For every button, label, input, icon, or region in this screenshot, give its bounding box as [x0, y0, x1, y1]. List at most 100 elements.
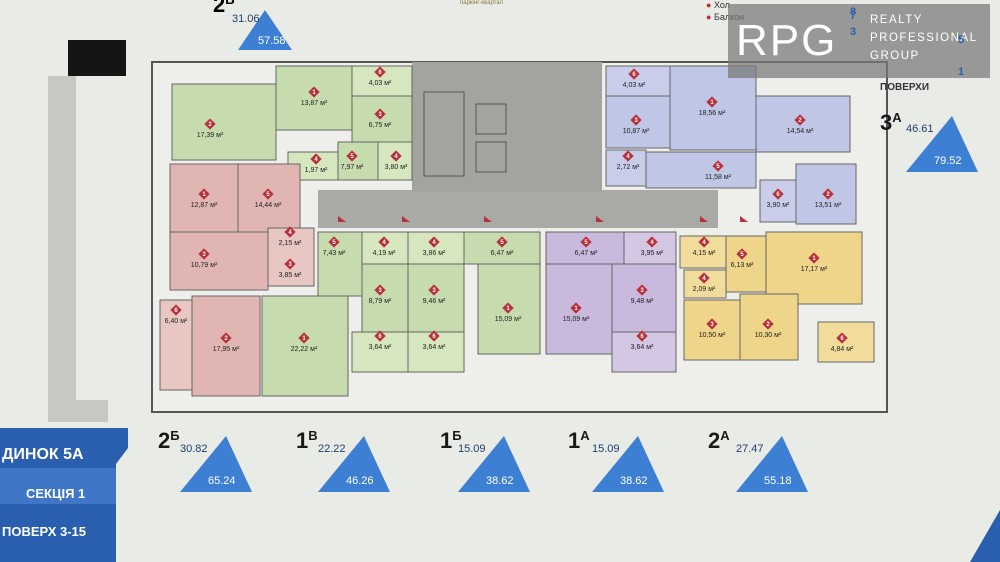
floor-number: 3: [850, 26, 857, 38]
room-number-badge: [170, 304, 182, 316]
room-number: 6: [776, 192, 780, 198]
room-number-badge: [374, 284, 386, 296]
room-number: 3: [288, 262, 292, 268]
room-area: 17,39 м²: [197, 132, 224, 139]
room-number-badge: [646, 236, 658, 248]
room-area: 3,64 м²: [423, 344, 446, 351]
room-area: 15,09 м²: [563, 316, 590, 323]
room-number-badge: [284, 226, 296, 238]
apartment-code: 1Б: [440, 428, 462, 453]
room: 43,80 м²: [385, 150, 408, 171]
lift-1: [475, 103, 507, 135]
room: 43,95 м²: [641, 236, 664, 257]
room: 42,09 м²: [693, 272, 716, 293]
room: 56,13 м²: [731, 248, 754, 269]
room-area: 4,19 м²: [373, 250, 396, 257]
room-number-badge: [428, 236, 440, 248]
room-number: 5: [716, 164, 720, 170]
apartment-code: 3А: [880, 110, 902, 135]
floor-number: 7: [850, 10, 857, 22]
room: 117,17 м²: [801, 252, 828, 273]
apartment-area-triangle: [318, 436, 390, 492]
apartment-code: 1В: [296, 428, 318, 453]
room-number: 5: [332, 240, 336, 246]
room: 63,90 м²: [767, 188, 790, 209]
room: 210,30 м²: [755, 318, 782, 339]
room-area: 6,47 м²: [575, 250, 598, 257]
room-number-badge: [428, 330, 440, 342]
room-number: 6: [640, 334, 644, 340]
room-area: 10,50 м²: [699, 332, 726, 339]
room-area: 2,15 м²: [279, 240, 302, 247]
room-number: 3: [378, 288, 382, 294]
room-area: 2,09 м²: [693, 286, 716, 293]
room-number: 1: [812, 256, 816, 262]
room-area: 3,85 м²: [279, 272, 302, 279]
room-number-badge: [198, 188, 210, 200]
building-silhouette-left: [48, 76, 76, 406]
room-area: 3,64 м²: [631, 344, 654, 351]
room: 3 9,46 м²: [423, 284, 446, 305]
floor-number: 5: [958, 34, 965, 46]
section-label: СЕКЦІЯ 1: [26, 486, 86, 501]
room: 1 15,09 м²: [563, 302, 590, 323]
apartment-1a: [545, 231, 677, 373]
building-silhouette-bottom: [48, 400, 108, 422]
corridor: [318, 190, 718, 228]
room: 42,72 м²: [617, 150, 640, 171]
room: 3 9,48 м²: [631, 284, 654, 305]
apartment-2a: [679, 231, 875, 363]
room-number: 1: [574, 306, 578, 312]
room-area: 4,15 м²: [693, 250, 716, 257]
room-number-badge: [346, 150, 358, 162]
floor-number: 8: [850, 6, 857, 18]
room-number-badge: [496, 236, 508, 248]
room-number-badge: [580, 236, 592, 248]
room: 64,84 м²: [831, 332, 854, 353]
top-apt-living-area: 31.06: [232, 13, 260, 25]
room-number-badge: [636, 284, 648, 296]
room-number: 5: [500, 240, 504, 246]
corner-decoration: [970, 510, 1000, 562]
room-area: 9,46 м²: [423, 298, 446, 305]
apartment-area-triangle: [906, 116, 978, 172]
top-apt-code: 2Б: [213, 0, 235, 17]
logo-mark: RPG: [736, 16, 838, 65]
room-number: 5: [350, 154, 354, 160]
room: 514,44 м²: [255, 188, 282, 209]
room-area: 6,40 м²: [165, 318, 188, 325]
room-area: 3,80 м²: [385, 164, 408, 171]
room: 57,43 м²: [323, 236, 346, 257]
room-number-badge: [374, 330, 386, 342]
room-area: 11,58 м²: [705, 174, 732, 181]
room: 122,22 м²: [291, 332, 318, 353]
apartment-total-area: 38.62: [486, 475, 514, 487]
logo-line-1: REALTY: [870, 14, 923, 26]
room-area: 9,48 м²: [631, 298, 654, 305]
room: 38,79 м²: [369, 284, 392, 305]
apartment-code: 2Б: [158, 428, 180, 453]
room: 63,64 м²: [369, 330, 392, 351]
room-number: 6: [174, 308, 178, 314]
apartment-total-area: 65.24: [208, 475, 236, 487]
legend-item-hall: ● Хол: [706, 0, 730, 10]
room: 43,86 м²: [423, 236, 446, 257]
room-number-badge: [502, 302, 514, 314]
room-number-badge: [284, 258, 296, 270]
room: 3 3,85 м²: [279, 258, 302, 279]
room-number: 3: [432, 288, 436, 294]
room-number: 3: [640, 288, 644, 294]
room-area: 3,64 м²: [369, 344, 392, 351]
room-area: 10,79 м²: [191, 262, 218, 269]
room-number: 4: [650, 240, 654, 246]
room-number-badge: [712, 160, 724, 172]
apartment-total-area: 55.18: [764, 475, 792, 487]
room-number-badge: [736, 248, 748, 260]
apartment-area-triangle: [736, 436, 808, 492]
room-number-badge: [822, 188, 834, 200]
room-area: 2,72 м²: [617, 164, 640, 171]
room-number: 4: [288, 230, 292, 236]
block-title: ДИНОК 5А: [2, 446, 84, 463]
